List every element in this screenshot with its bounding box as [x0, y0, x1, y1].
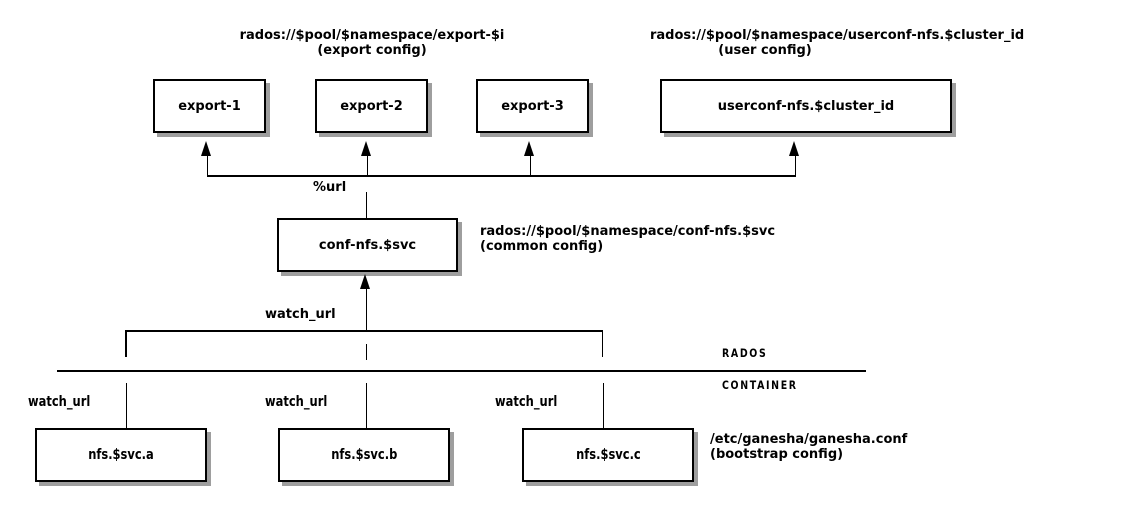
export-2-box: export-2 [315, 79, 428, 133]
nfs-svc-b-label: nfs.$svc.b [330, 447, 398, 463]
export-2-label: export-2 [340, 98, 403, 114]
arrow-shaft-userconf [794, 153, 796, 175]
arrowhead-export-1 [201, 141, 211, 156]
watch-url-label-main: watch_url [265, 307, 336, 322]
arrowhead-export-2 [361, 141, 371, 156]
userconf-box: userconf-nfs.$cluster_id [660, 79, 952, 133]
container-zone-label: CONTAINER [722, 378, 814, 393]
arrow-shaft-export-2 [366, 153, 368, 175]
arrow-shaft-export-1 [206, 153, 208, 175]
user-config-caption: rados://$pool/$namespace/userconf-nfs.$c… [650, 28, 1025, 58]
bootstrap-config-caption: /etc/ganesha/ganesha.conf (bootstrap con… [710, 432, 907, 462]
conf-label: conf-nfs.$svc [318, 237, 417, 253]
export-config-caption-line2: (export config) [317, 43, 427, 58]
rados-zone-label: RADOS [722, 346, 777, 361]
arrowhead-conf [360, 274, 370, 289]
watch-url-text-c: watch_url [495, 394, 558, 410]
user-config-caption-line2: (user config) [718, 43, 812, 58]
nfs-svc-b-box: nfs.$svc.b [278, 428, 450, 482]
bootstrap-config-caption-line2: (bootstrap config) [710, 447, 844, 462]
nfs-svc-c-label: nfs.$svc.c [575, 447, 641, 463]
daemon-c-link-line [602, 383, 604, 428]
user-config-caption-line1: rados://$pool/$namespace/userconf-nfs.$c… [650, 28, 1025, 43]
common-config-caption-line2: (common config) [480, 239, 604, 254]
nfs-svc-c-box: nfs.$svc.c [522, 428, 694, 482]
rados-zone-text: RADOS [722, 346, 768, 360]
daemon-a-link-line [125, 383, 127, 428]
url-stub-line [365, 192, 367, 218]
arrowhead-userconf [789, 141, 799, 156]
container-zone-text: CONTAINER [722, 378, 798, 392]
url-label: %url [313, 180, 347, 195]
common-config-caption-line1: rados://$pool/$namespace/conf-nfs.$svc [480, 224, 776, 239]
watch-url-label-b: watch_url [265, 395, 341, 410]
common-config-caption: rados://$pool/$namespace/conf-nfs.$svc (… [480, 224, 775, 254]
rados-container-divider [57, 370, 866, 372]
collector-bracket-middle-dash [365, 344, 367, 360]
arrowhead-export-3 [524, 141, 534, 156]
watch-url-text-a: watch_url [28, 394, 91, 410]
arrow-shaft-export-3 [529, 153, 531, 175]
export-1-box: export-1 [153, 79, 266, 133]
export-1-label: export-1 [178, 98, 241, 114]
nfs-svc-a-box: nfs.$svc.a [35, 428, 207, 482]
watch-url-label-a: watch_url [28, 395, 104, 410]
collector-bracket-line [125, 330, 603, 332]
nfs-svc-a-label: nfs.$svc.a [88, 447, 154, 463]
export-3-label: export-3 [501, 98, 564, 114]
arrow-shaft-conf [365, 287, 367, 330]
export-3-box: export-3 [476, 79, 589, 133]
watch-url-label-c: watch_url [495, 395, 571, 410]
export-config-caption: rados://$pool/$namespace/export-$i (expo… [222, 28, 522, 58]
watch-url-text-b: watch_url [265, 394, 328, 410]
collector-bracket-left-drop [125, 330, 127, 357]
fanout-connector-line [206, 175, 796, 177]
collector-bracket-right-drop [601, 330, 603, 357]
bootstrap-config-caption-line1: /etc/ganesha/ganesha.conf [710, 432, 908, 447]
daemon-b-link-line [365, 383, 367, 428]
export-config-caption-line1: rados://$pool/$namespace/export-$i [239, 28, 505, 43]
conf-box: conf-nfs.$svc [277, 218, 458, 272]
userconf-label: userconf-nfs.$cluster_id [717, 98, 895, 114]
